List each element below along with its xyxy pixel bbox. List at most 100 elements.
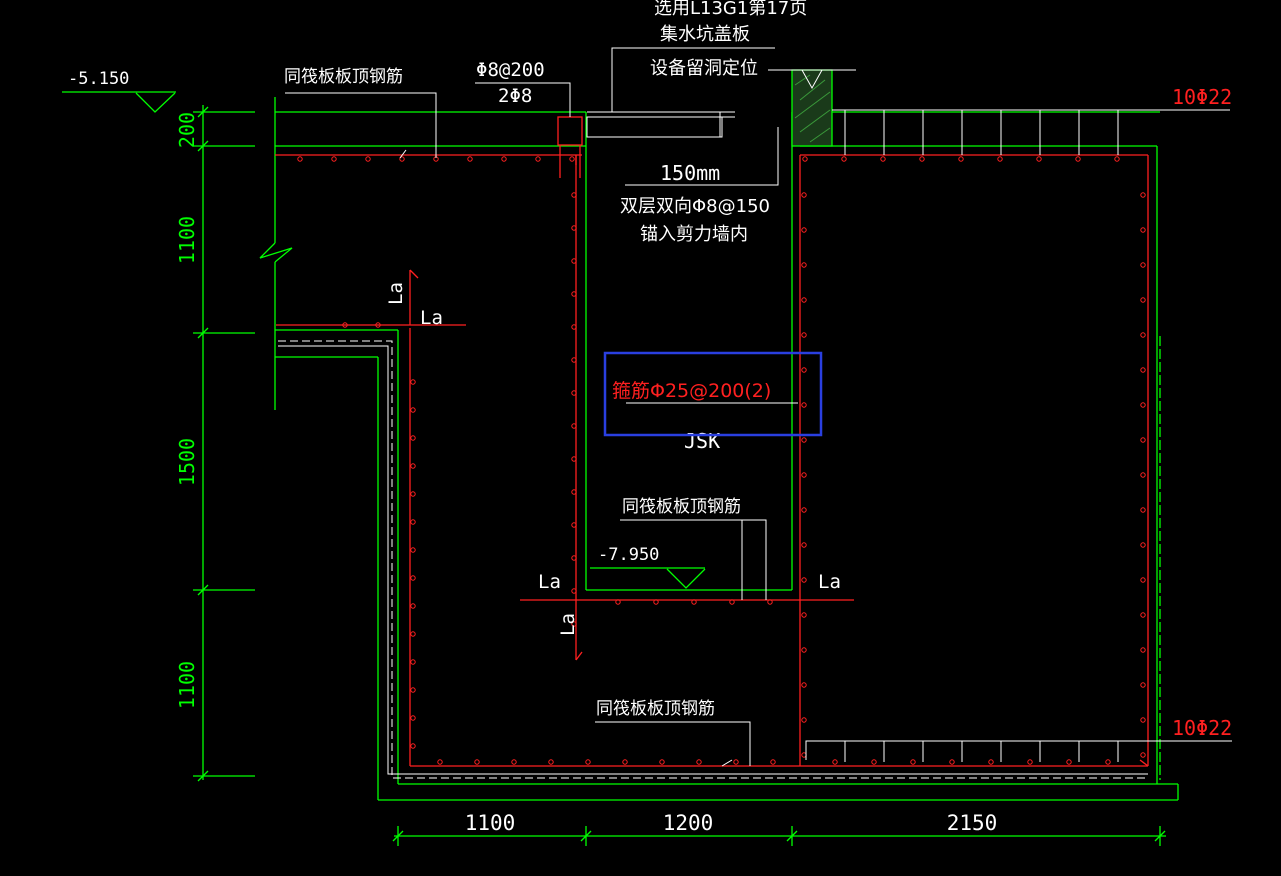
rebar-dot xyxy=(571,225,577,231)
label-jsk: JSK xyxy=(684,429,720,453)
rebar-dot xyxy=(801,542,807,548)
rebar-dot xyxy=(571,621,577,627)
rebar-dot xyxy=(801,647,807,653)
rebar-dot xyxy=(365,156,371,162)
rebar-dot xyxy=(801,577,807,583)
rebar-dot xyxy=(410,491,416,497)
label-rebar-top: 10Φ22 xyxy=(1172,85,1232,109)
rebar-dot xyxy=(501,156,507,162)
rebar-dot xyxy=(801,262,807,268)
rebar-dot xyxy=(571,357,577,363)
rebar-dot xyxy=(801,192,807,198)
text-labels: 选用L13G1第17页 集水坑盖板 设备留洞定位 Φ8@200 2Φ8 同筏板板… xyxy=(284,0,1232,740)
rebar-dot xyxy=(410,603,416,609)
rebar-dot xyxy=(571,390,577,396)
rebar-dot xyxy=(1140,192,1146,198)
rebar-dot xyxy=(1075,156,1081,162)
rebar-dot xyxy=(801,507,807,513)
dim-v-200: 200 xyxy=(175,112,199,148)
label-anchor: 锚入剪力墙内 xyxy=(640,224,748,245)
rebar-dot xyxy=(342,322,348,328)
rebar-dot xyxy=(1140,367,1146,373)
rebar-dot xyxy=(410,379,416,385)
dim-h-1100: 1100 xyxy=(465,811,516,835)
tie-ticks xyxy=(844,110,1119,762)
label-la-1: La xyxy=(385,282,407,305)
rebar-dot xyxy=(585,759,591,765)
rebar-dot xyxy=(729,599,735,605)
rebar-dot xyxy=(571,423,577,429)
rebar-dot xyxy=(399,156,405,162)
rebar-dot xyxy=(410,687,416,693)
rebar-dot xyxy=(467,156,473,162)
rebar-dot xyxy=(659,759,665,765)
rebar-dot xyxy=(880,156,886,162)
rebar-dot xyxy=(1140,332,1146,338)
rebar-dot xyxy=(569,156,575,162)
rebar-dot xyxy=(548,759,554,765)
rebar-dot xyxy=(410,575,416,581)
dim-h-2150: 2150 xyxy=(947,811,998,835)
label-la-5: La xyxy=(557,613,579,636)
annotation-lines xyxy=(285,47,1232,767)
rebar-dot xyxy=(1140,297,1146,303)
rebar-dot xyxy=(410,715,416,721)
vertical-dimension-chain: 200 1100 1500 1100 xyxy=(175,105,255,782)
elevation-pit-label: -7.950 xyxy=(598,545,659,565)
rebar-dot xyxy=(958,156,964,162)
rebar-dot xyxy=(571,192,577,198)
rebar-dot xyxy=(801,612,807,618)
rebar-dot xyxy=(410,463,416,469)
label-two-phi8: 2Φ8 xyxy=(498,85,532,107)
label-phi8-200: Φ8@200 xyxy=(476,59,545,81)
elevation-marker-pit: -7.950 xyxy=(590,545,706,589)
rebar-dot xyxy=(410,407,416,413)
label-equip-hole: 设备留洞定位 xyxy=(650,58,758,79)
rebar-dot xyxy=(801,227,807,233)
rebar-dot xyxy=(767,599,773,605)
rebar-dot xyxy=(1140,262,1146,268)
rebar-dot xyxy=(770,759,776,765)
rebar-dot xyxy=(511,759,517,765)
rebar-dot xyxy=(801,682,807,688)
rebar-dot xyxy=(801,332,807,338)
label-same-raft-3: 同筏板板顶钢筋 xyxy=(596,699,715,719)
rebar-dot xyxy=(1140,542,1146,548)
rebar-dot xyxy=(1140,682,1146,688)
rebar-dot xyxy=(1140,577,1146,583)
rebar-dot xyxy=(571,522,577,528)
rebar-dot xyxy=(375,322,381,328)
rebar-dot xyxy=(841,156,847,162)
rebar-dot xyxy=(1027,759,1033,765)
label-pit-cover: 集水坑盖板 xyxy=(660,24,750,45)
rebar-dot xyxy=(410,435,416,441)
rebar-dot xyxy=(571,291,577,297)
rebar-dot xyxy=(997,156,1003,162)
label-same-raft-2: 同筏板板顶钢筋 xyxy=(622,497,741,517)
rebar-dot xyxy=(988,759,994,765)
rebar-dot xyxy=(571,588,577,594)
rebar-dot xyxy=(571,456,577,462)
rebar-dot xyxy=(1140,752,1146,758)
rebar-dot xyxy=(733,759,739,765)
rebar-dot xyxy=(1036,156,1042,162)
rebar-dot xyxy=(410,519,416,525)
rebar-dot xyxy=(1140,402,1146,408)
rebar-dot xyxy=(801,367,807,373)
rebar-dot xyxy=(653,599,659,605)
rebar-dot xyxy=(1114,156,1120,162)
label-double-layer: 双层双向Φ8@150 xyxy=(620,196,770,217)
dim-h-1200: 1200 xyxy=(663,811,714,835)
selection-box[interactable] xyxy=(603,351,823,437)
dim-v-1500: 1500 xyxy=(175,438,199,486)
elevation-top-label: -5.150 xyxy=(68,69,129,89)
rebar-dot xyxy=(1140,472,1146,478)
rebar-dot xyxy=(801,472,807,478)
rebar-dot xyxy=(949,759,955,765)
rebar-dots xyxy=(297,156,1146,765)
rebar-dot xyxy=(1140,647,1146,653)
horizontal-dimension-chain: 1100 1200 2150 xyxy=(392,811,1166,846)
rebar-dot xyxy=(696,759,702,765)
rebar-dot xyxy=(1140,227,1146,233)
